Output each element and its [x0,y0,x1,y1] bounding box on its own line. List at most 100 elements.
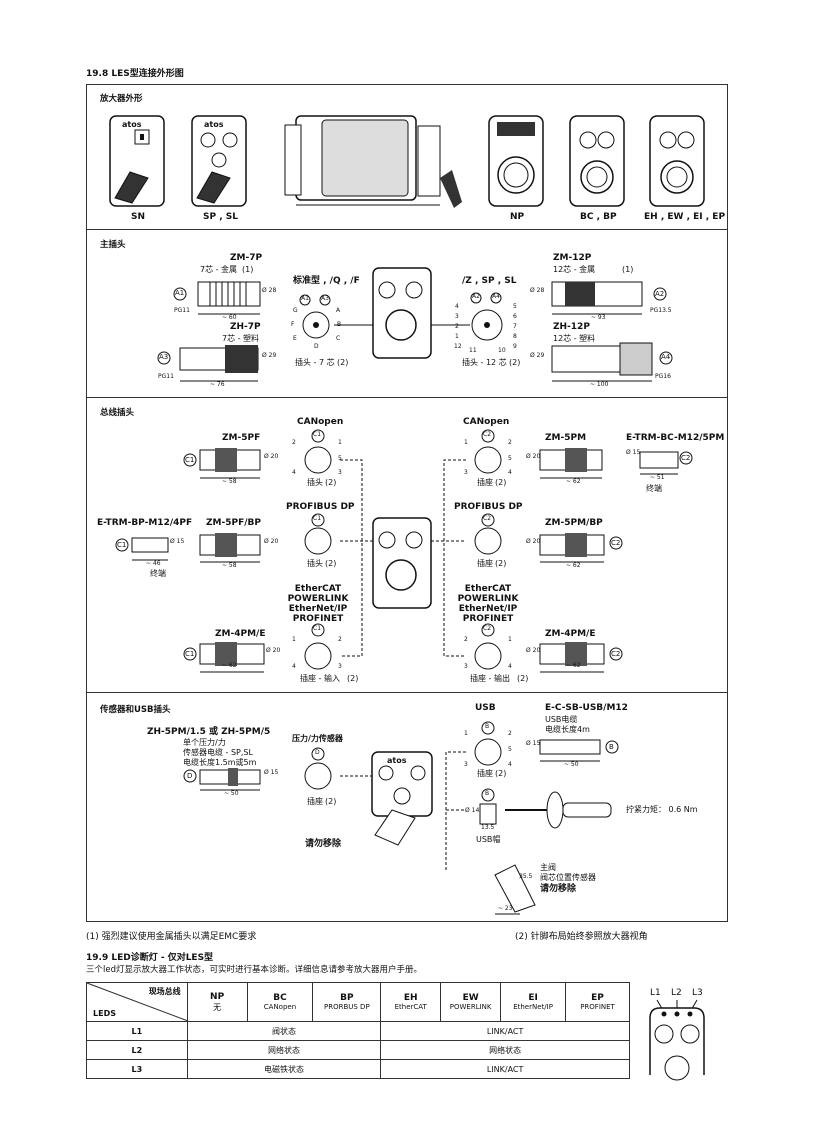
pressure-caption: 插座 [307,797,323,806]
usb-cap-dia: Ø 14 [465,807,480,814]
col-sub: EtherCAT [394,1003,427,1011]
zh12p-callout: A4 [661,353,671,361]
canopen-l-caption: 插头 [307,478,323,487]
ether-l-line: PROFINET [292,614,344,624]
zm5pm-len: ~ 62 [566,478,581,485]
z-pin: 8 [513,333,517,340]
corner-top: 现场总线 [148,987,181,996]
pressure-note: (2) [325,797,337,806]
col-code: EI [528,993,538,1003]
zm7p-callout: A1 [175,289,185,297]
divider [86,229,728,230]
usb-pin: 1 [464,730,468,737]
ether-l-line: EtherNet/IP [288,604,348,614]
etrm-bc-caption: 终端 [646,484,662,493]
zm5pf-len: ~ 58 [222,478,237,485]
z-title: /Z , SP , SL [462,276,517,286]
usb-pin: 4 [508,761,512,768]
ether-r-pin: 2 [464,636,468,643]
amp-outline-heading: 放大器外形 [100,94,143,104]
zh7p-callout: A3 [159,353,169,361]
canopen-r-title: CANopen [463,417,510,427]
zm5pmbp-callout: C2 [611,539,621,547]
z-pin: 10 [498,347,506,354]
std-pin: C [336,335,341,342]
zm7p-model: ZM-7P [230,253,263,263]
etrm-bp-callout: C1 [117,541,127,549]
valve-sensor-dim1: 35.5 [519,873,533,880]
canopen-l-pin: 5 [338,455,342,462]
atos-logo: atos [122,120,142,129]
profibus-l-title: PROFIBUS DP [286,502,355,512]
zm4pme-l-len: ~ 62 [222,662,237,669]
zm12p-len: ~ 93 [591,314,606,321]
z-caption: 插头 - 12 芯 [462,358,507,367]
canopen-l-pin: 1 [338,439,342,446]
zh5pm-dia: Ø 15 [264,769,279,776]
canopen-r-pin: 3 [464,469,468,476]
profibus-r-note: (2) [495,559,507,568]
ether-r-note: (2) [517,674,529,683]
zh5pm-model: ZH-5PM/1.5 或 ZH-5PM/5 [147,727,271,737]
zm7p-desc: 7芯 - 金属 [200,265,238,274]
section-title-19-9: 19.9 LED诊断灯 - 仅对LES型 [86,953,214,963]
zm5pfbp-dia: Ø 20 [264,538,279,545]
zm5pm-dia: Ø 20 [526,453,541,460]
ecsb-len: ~ 50 [564,761,579,768]
usb-pin: 5 [508,746,512,753]
canopen-r-note: (2) [495,478,507,487]
led-label-l3: L3 [692,988,703,998]
led-label-l1: L1 [650,988,661,998]
canopen-l-pin: 2 [292,439,296,446]
z-callout-a2: A2 [472,293,480,300]
zm5pm-model: ZM-5PM [545,433,587,443]
zm12p-pg: PG13.5 [650,307,672,314]
zm4pme-r-model: ZM-4PM/E [545,629,596,639]
ether-r-line: PROFINET [462,614,514,624]
usb-callout: B [485,723,490,730]
ether-l-caption: 插座 - 输入 [300,674,340,683]
canopen-l-pin: 3 [338,469,342,476]
table-row: L1 阀状态 LINK/ACT [86,1021,630,1041]
etrm-bc-len: ~ 51 [650,474,665,481]
z-note: (2) [509,358,521,367]
profibus-r-callout: C2 [483,515,492,522]
col-code: NP [210,991,225,1002]
divider [86,397,728,398]
col-code: EW [462,993,479,1003]
canopen-r-caption: 插座 [477,478,493,487]
std-pin: F [291,321,295,328]
etrm-bp-model: E-TRM-BP-M12/4PF [97,518,193,528]
ether-l-note: (2) [347,674,359,683]
sensor-usb-drawings [183,721,619,915]
usb-note: (2) [495,769,507,778]
bus-plug-heading: 总线插头 [100,408,135,418]
canopen-r-pin: 5 [508,455,512,462]
zh7p-model: ZH-7P [230,322,261,332]
col-sub: PRORBUS DP [324,1003,370,1011]
z-pin: 1 [455,333,459,340]
zh7p-desc: 7芯 - 塑料 [222,334,260,343]
etrm-bp-caption: 终端 [150,569,166,578]
canopen-l-callout: C1 [313,431,322,438]
led-amp-illustration [649,999,705,1081]
valve-sensor-dim2: ~ 23 [498,905,513,912]
section-19-9-desc: 三个led灯显示放大器工作状态，可实时进行基本诊断。详细信息请参考放大器用户手册… [86,965,422,975]
col-code: BC [273,993,287,1003]
zm12p-note: (1) [622,265,634,274]
usb-title: USB [475,703,496,713]
ether-l-pin: 2 [338,636,342,643]
usb-cap-callout: B [485,790,490,797]
ether-l-line: EtherCAT [294,584,342,594]
canopen-r-pin: 4 [508,469,512,476]
zm4pme-l-callout: C1 [185,650,195,658]
z-pin: 4 [455,303,459,310]
zm12p-desc: 12芯 - 金属 [553,265,596,274]
col-sub: PROFINET [580,1003,615,1011]
usb-pin: 3 [464,761,468,768]
std-callout-a1: A1 [301,295,309,302]
zh12p-model: ZH-12P [553,322,590,332]
